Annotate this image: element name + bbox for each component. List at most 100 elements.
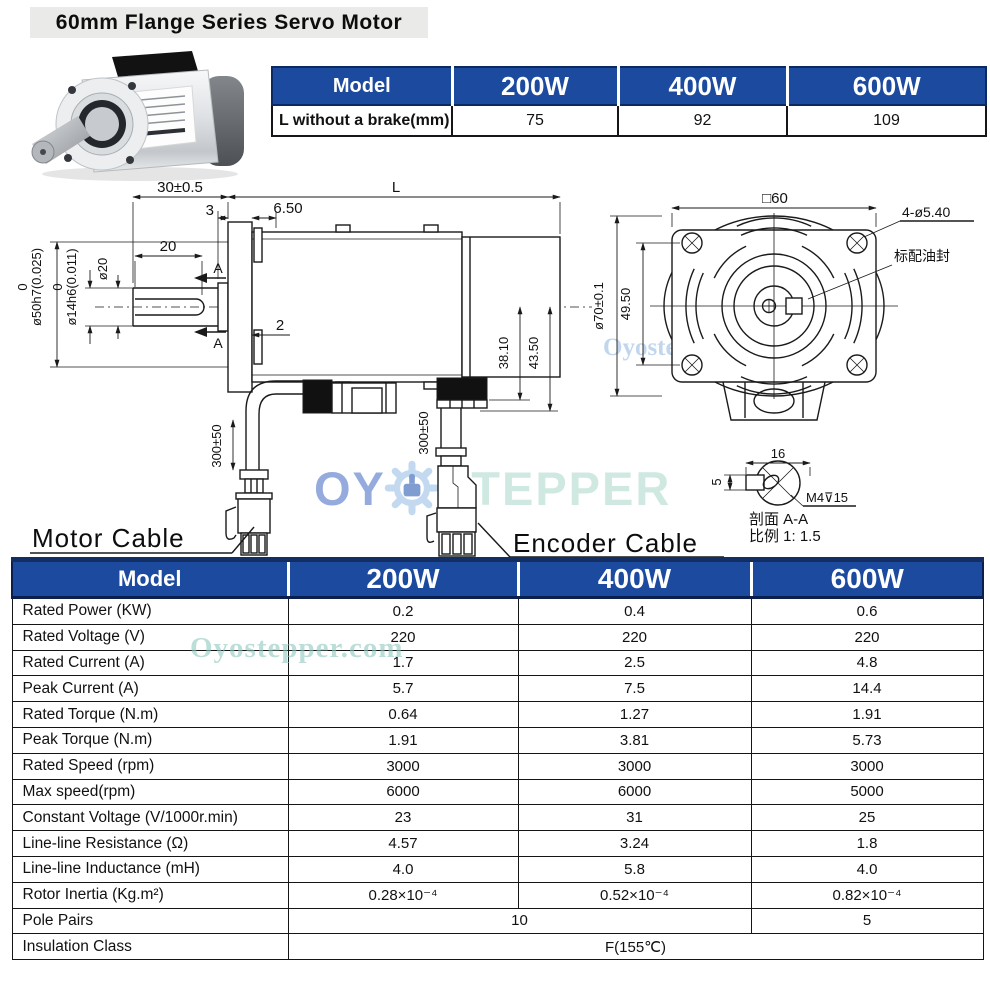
spec-value: 1.91 <box>750 701 984 728</box>
spec-value: 23 <box>287 804 519 832</box>
spec-label: Insulation Class <box>11 933 289 961</box>
front-view-dimensions: □60 4-ø5.40 标配油封 ø70±0.1 49.50 <box>591 190 974 397</box>
dim-conn-height1: 38.10 <box>496 337 511 370</box>
size-header-200w: 200W <box>450 66 619 106</box>
dia-flange-label: ø50h7(0.025) <box>29 248 44 326</box>
oil-seal-label: 标配油封 <box>894 248 950 264</box>
flange-screws <box>64 82 136 164</box>
dim-boss-width: 6.50 <box>273 200 302 217</box>
section-arrow-top <box>194 273 207 283</box>
spec-value: 220 <box>287 623 519 651</box>
dimension-drawing: 30±0.5 L 3 6.50 20 ø20 0 ø14h6(0.011) <box>15 179 974 558</box>
spec-label: Rotor Inertia (Kg.m²) <box>11 881 289 909</box>
spec-value: 2.5 <box>517 649 752 677</box>
photo-shadow <box>42 167 238 181</box>
cable-length-encoder: 300±50 <box>416 411 431 454</box>
spec-value: 0.52×10⁻⁴ <box>517 881 752 909</box>
spec-label: Rated Speed (rpm) <box>11 752 289 780</box>
spec-value: 0.6 <box>750 597 984 625</box>
dia-shaft-label: ø14h6(0.011) <box>64 248 79 325</box>
section-scale: 比例 1: 1.5 <box>749 528 821 545</box>
dim-body-length: L <box>392 179 400 196</box>
spec-row-insulation-class: Insulation Class F(155℃) <box>11 933 984 961</box>
spec-value: 1.7 <box>287 649 519 677</box>
spec-value: 3000 <box>750 752 984 780</box>
spec-value: 6000 <box>517 778 752 806</box>
spec-label: Rated Voltage (V) <box>11 623 289 651</box>
section-mark-top: A <box>213 260 223 276</box>
mounting-holes <box>681 232 868 376</box>
shaft-end-hole <box>40 149 46 155</box>
spec-value: 5000 <box>750 778 984 806</box>
spec-value: 1.91 <box>287 726 519 754</box>
motor-cable-drawing <box>225 380 303 556</box>
page-title: 60mm Flange Series Servo Motor <box>30 7 428 38</box>
size-value-600w: 109 <box>786 104 987 137</box>
dia-step-label: ø20 <box>95 258 110 280</box>
spec-label: Peak Torque (N.m) <box>11 726 289 754</box>
spec-table: Model 200W 400W 600W Rated Power (KW) 0.… <box>11 557 984 961</box>
tol-zero-shaft: 0 <box>50 283 65 290</box>
spec-value: 3000 <box>287 752 519 780</box>
section-dim-depth: 5 <box>709 478 724 485</box>
size-table-header-row: Model 200W 400W 600W <box>271 66 987 106</box>
size-header-model: Model <box>271 66 453 106</box>
tap-label: M4⊽15 <box>806 490 848 505</box>
spec-value: 5.8 <box>517 855 752 883</box>
encoder-cable-drawing <box>426 408 477 557</box>
spec-value: 6000 <box>287 778 519 806</box>
spec-value: 0.2 <box>287 597 519 625</box>
cable-labels: Motor Cable Encoder Cable <box>30 522 724 558</box>
section-dim-width: 16 <box>771 446 785 461</box>
spec-row-rotor-inertia: Rotor Inertia (Kg.m²) 0.28×10⁻⁴ 0.52×10⁻… <box>11 881 984 909</box>
spec-value: 3.24 <box>517 830 752 857</box>
spec-label: Peak Current (A) <box>11 675 289 703</box>
spec-header-model: Model <box>11 557 289 599</box>
section-mark-bottom: A <box>213 335 223 351</box>
vent-slots <box>685 217 863 395</box>
front-view <box>650 213 898 421</box>
spec-row-max-speed: Max speed(rpm) 6000 6000 5000 <box>11 778 984 806</box>
spec-row-peak-torque: Peak Torque (N.m) 1.91 3.81 5.73 <box>11 726 984 754</box>
size-value-400w: 92 <box>617 104 788 137</box>
size-value-200w: 75 <box>451 104 619 137</box>
size-row-label: L without a brake(mm) <box>271 104 453 137</box>
spec-value: 7.5 <box>517 675 752 703</box>
side-view-dimensions: 30±0.5 L 3 6.50 20 ø20 0 ø14h6(0.011) <box>15 179 561 471</box>
spec-value: 5 <box>750 907 984 935</box>
spec-value: 220 <box>750 623 984 651</box>
spec-value: F(155℃) <box>287 933 984 961</box>
dia-outer-label: ø70±0.1 <box>591 282 606 330</box>
spec-value: 0.4 <box>517 597 752 625</box>
spec-row-inductance: Line-line Inductance (mH) 4.0 5.8 4.0 <box>11 855 984 883</box>
section-arrow-bottom <box>194 327 207 337</box>
spec-value: 4.8 <box>750 649 984 677</box>
dim-step-width: 3 <box>206 202 214 219</box>
cable-length-motor: 300±50 <box>209 424 224 467</box>
motor-photo <box>31 51 244 181</box>
spec-value: 25 <box>750 804 984 832</box>
spec-row-resistance: Line-line Resistance (Ω) 4.57 3.24 1.8 <box>11 830 984 857</box>
spec-label: Rated Current (A) <box>11 649 289 677</box>
side-view <box>95 221 592 414</box>
spec-row-rated-torque: Rated Torque (N.m) 0.64 1.27 1.91 <box>11 701 984 728</box>
spec-label: Line-line Resistance (Ω) <box>11 830 289 857</box>
spec-value: 10 <box>287 907 752 935</box>
dim-shaft-protrusion: 30±0.5 <box>157 179 203 196</box>
spec-row-constant-voltage: Constant Voltage (V/1000r.min) 23 31 25 <box>11 804 984 832</box>
spec-label: Constant Voltage (V/1000r.min) <box>11 804 289 832</box>
spec-label: Rated Power (KW) <box>11 597 289 625</box>
spec-row-rated-current: Rated Current (A) 1.7 2.5 4.8 <box>11 649 984 677</box>
flange-hub <box>85 107 119 141</box>
spec-label: Rated Torque (N.m) <box>11 701 289 728</box>
spec-value: 4.57 <box>287 830 519 857</box>
holes-label: 4-ø5.40 <box>902 204 950 220</box>
spec-label: Pole Pairs <box>11 907 289 935</box>
size-table: Model 200W 400W 600W L without a brake(m… <box>271 66 987 137</box>
spec-value: 4.0 <box>750 855 984 883</box>
dim-square-flange: □60 <box>762 190 788 207</box>
spec-label: Max speed(rpm) <box>11 778 289 806</box>
spec-row-rated-speed: Rated Speed (rpm) 3000 3000 3000 <box>11 752 984 780</box>
section-view: 16 5 M4⊽15 剖面 A-A 比例 1: 1.5 <box>709 446 856 545</box>
spec-header-600w: 600W <box>749 557 984 599</box>
